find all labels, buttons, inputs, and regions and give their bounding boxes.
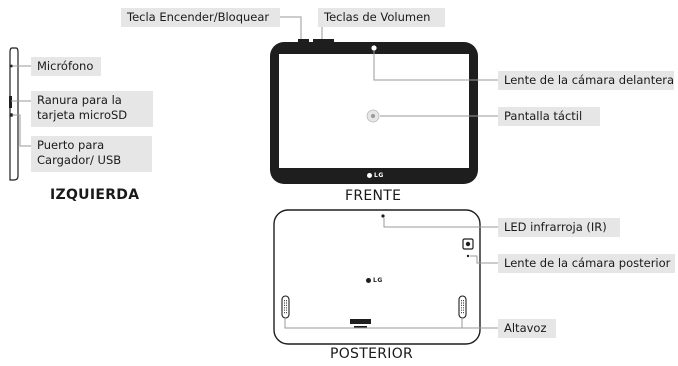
touchscreen-callout: Pantalla táctil (498, 107, 600, 126)
volume-keys (313, 39, 334, 42)
touchscreen-target-inner (371, 114, 375, 118)
regulatory-mark (350, 319, 371, 324)
rear-camera-callout: Lente de la cámara posterior (498, 254, 675, 273)
charger-port-mark (9, 113, 14, 117)
left-side-view (9, 47, 19, 181)
left-side-body (9, 47, 19, 181)
microsd-slot-callout: Ranura para la tarjeta microSD (31, 91, 153, 127)
rear-camera-lens (465, 241, 471, 247)
left-view-title: IZQUIERDA (50, 187, 140, 203)
regulatory-mark-small (354, 326, 367, 329)
front-camera-callout: Lente de la cámara delantera (498, 71, 674, 90)
volume-keys-callout: Teclas de Volumen (318, 8, 445, 27)
charger-port-callout: Puerto para Cargador/ USB (31, 136, 152, 172)
rear-camera-flash (466, 254, 470, 258)
speaker-grille-right (458, 295, 467, 319)
microphone-callout: Micrófono (31, 57, 101, 76)
ir-led-callout: LED infrarroja (IR) (498, 218, 620, 237)
leader-power (280, 16, 302, 39)
lg-logo-icon (366, 278, 371, 283)
back-body (273, 209, 481, 345)
back-lg-logo-text: LG (373, 277, 383, 284)
front-camera-lens (371, 45, 377, 51)
back-view-title: POSTERIOR (330, 346, 414, 362)
leader-lines (11, 16, 498, 329)
speaker-grille-left (281, 295, 290, 319)
microphone-hole (10, 64, 13, 68)
leader-speaker-left (284, 318, 498, 329)
leader-rear-camera (470, 255, 498, 264)
speaker-callout: Altavoz (498, 319, 556, 338)
power-key (298, 39, 309, 42)
microsd-slot-mark (9, 96, 12, 108)
leader-charger (12, 114, 31, 147)
front-lg-logo: LG (367, 172, 384, 179)
leader-ir (383, 218, 498, 228)
front-lg-logo-text: LG (374, 172, 384, 179)
lg-logo-icon (367, 173, 372, 178)
back-lg-logo: LG (366, 277, 383, 284)
front-view-title: FRENTE (345, 188, 402, 204)
power-key-callout: Tecla Encender/Bloquear (121, 8, 280, 27)
back-view (273, 209, 481, 345)
ir-led (381, 214, 385, 218)
leader-front-camera (373, 51, 498, 81)
